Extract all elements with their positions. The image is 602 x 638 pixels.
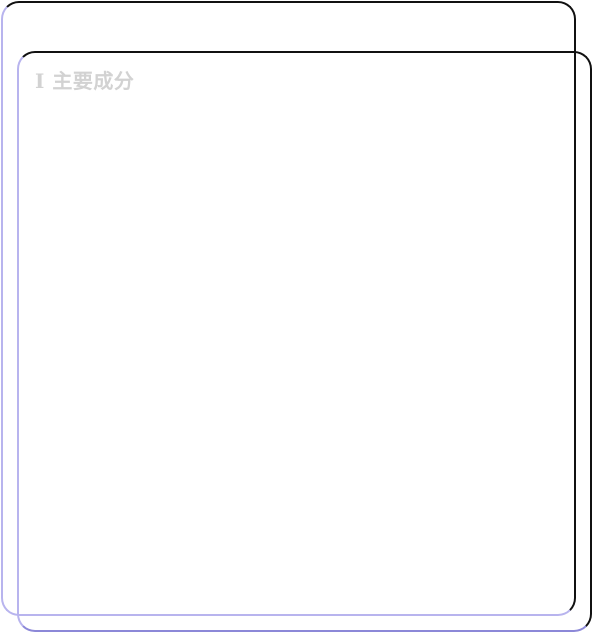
back-panel [1,1,576,616]
main-ingredients-panel: I 主要成分 [17,51,592,632]
panel-title: I 主要成分 [35,69,135,93]
